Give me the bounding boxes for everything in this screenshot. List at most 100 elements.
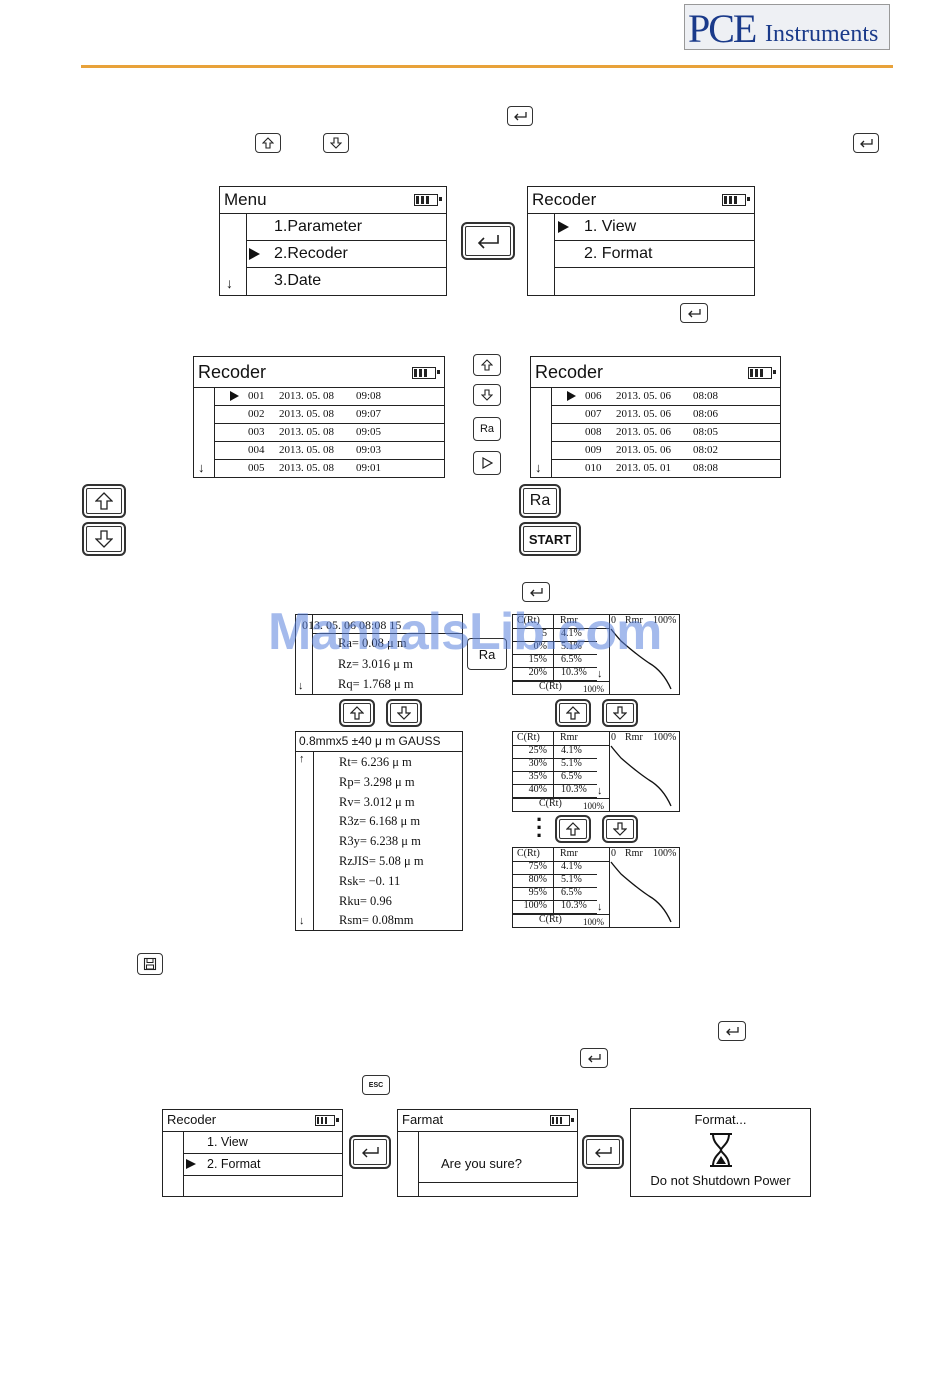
- record-time: 08:05: [693, 426, 719, 438]
- rmr-cell-rmr: 6.5%: [561, 771, 582, 782]
- enter-key-icon: [680, 303, 708, 323]
- detail-header: 013. 05. 06 08:08 15: [302, 618, 402, 632]
- bearing-curve: [610, 861, 672, 923]
- battery-icon: [722, 194, 750, 206]
- param-line: Rp= 3.298 μ m: [339, 774, 415, 789]
- rmr-cell-crt: 0%: [533, 641, 547, 652]
- scroll-down-icon: ↓: [597, 901, 603, 913]
- header-rule: [81, 65, 893, 68]
- enter-key-button[interactable]: [582, 1135, 624, 1169]
- rmr-cell-crt: 30%: [528, 758, 547, 769]
- down-key-button[interactable]: [473, 384, 501, 406]
- bearing-curve: [610, 628, 672, 690]
- menu-item-date[interactable]: 3.Date: [274, 272, 322, 289]
- up-key-button[interactable]: [473, 354, 501, 376]
- rmr-foot-pct: 100%: [583, 801, 604, 811]
- record-time: 08:06: [693, 408, 719, 420]
- record-date: 2013. 05. 01: [616, 462, 671, 474]
- recoder-item-view[interactable]: 1. View: [183, 1131, 342, 1154]
- watermark: ManualsLib.com: [268, 603, 662, 661]
- record-id: 009: [585, 444, 602, 456]
- chart-axis-max: 100%: [653, 615, 677, 626]
- param-line: Rv= 3.012 μ m: [339, 794, 415, 809]
- scroll-down-icon: ↓: [226, 275, 233, 291]
- enter-key-button[interactable]: [461, 222, 515, 260]
- rmr-head-rmr: Rmr: [560, 732, 578, 743]
- record-time: 09:03: [356, 444, 382, 456]
- enter-key-button[interactable]: [349, 1135, 391, 1169]
- recoder-screen: Recoder 1. View 2. Format: [527, 186, 755, 296]
- rmr-cell-crt: 25%: [528, 745, 547, 756]
- down-key-button[interactable]: [386, 699, 422, 727]
- down-key-button[interactable]: [602, 699, 638, 727]
- menu-item-recoder[interactable]: 2.Recoder: [246, 240, 446, 268]
- rmr-cell-crt: 35%: [528, 771, 547, 782]
- ra-key-button-large[interactable]: Ra: [519, 484, 561, 518]
- rmr-cell-rmr: 10.3%: [561, 784, 587, 795]
- battery-icon: [550, 1115, 574, 1126]
- up-key-icon: [255, 133, 281, 153]
- ra-key-button[interactable]: Ra: [473, 417, 501, 441]
- down-key-button-large[interactable]: [82, 522, 126, 556]
- record-date: 2013. 05. 08: [279, 444, 334, 456]
- rmr-cell-rmr: 5.1%: [561, 641, 582, 652]
- up-key-button[interactable]: [555, 815, 591, 843]
- screen-title: Recoder: [528, 187, 754, 214]
- rmr-cell-crt: 80%: [528, 874, 547, 885]
- scroll-down-icon: ↓: [597, 785, 603, 797]
- param-line: Rsm= 0.08mm: [339, 913, 414, 928]
- rmr-cell-rmr: 10.3%: [561, 667, 587, 678]
- rmr-cell-rmr: 4.1%: [561, 745, 582, 756]
- param-rq: Rq= 1.768 μ m: [338, 677, 414, 691]
- recoder-item-view[interactable]: 1. View: [554, 213, 754, 241]
- rmr-cell-crt: 20%: [528, 667, 547, 678]
- scroll-gutter: [398, 1131, 419, 1196]
- menu-screen: Menu 1.Parameter 2.Recoder 3.Date ↓: [219, 186, 447, 296]
- enter-key-icon: [853, 133, 879, 153]
- selection-arrow-icon: [249, 248, 260, 260]
- ra-key-button[interactable]: Ra: [467, 638, 507, 670]
- down-key-button[interactable]: [602, 815, 638, 843]
- screen-title: Farmat: [398, 1110, 577, 1132]
- scroll-gutter: [163, 1131, 184, 1196]
- param-line: R3y= 6.238 μ m: [339, 834, 421, 849]
- start-key-button[interactable]: START: [519, 522, 581, 556]
- up-key-button[interactable]: [555, 699, 591, 727]
- scroll-gutter: [528, 213, 555, 295]
- record-row[interactable]: 004 2013. 05. 08 09:03: [214, 441, 444, 460]
- record-id: 008: [585, 426, 602, 438]
- record-id: 004: [248, 444, 265, 456]
- record-date: 2013. 05. 08: [279, 408, 334, 420]
- rmr-cell-crt: 40%: [528, 784, 547, 795]
- recoder-item-format[interactable]: 2. Format: [554, 240, 754, 268]
- param-line: Rt= 6.236 μ m: [339, 755, 412, 769]
- record-date: 2013. 05. 08: [279, 462, 334, 474]
- up-key-button[interactable]: [339, 699, 375, 727]
- rmr-foot-crt: C(Rt): [539, 681, 562, 692]
- play-key-button[interactable]: [473, 451, 501, 475]
- enter-key-icon: [507, 106, 533, 126]
- rmr-foot-crt: C(Rt): [539, 798, 562, 809]
- format-progress-screen: Format... Do not Shutdown Power: [630, 1108, 811, 1197]
- chart-axis-max: 100%: [653, 848, 677, 859]
- menu-item-parameter[interactable]: 1.Parameter: [246, 213, 446, 241]
- rmr-cell-crt: 95%: [528, 887, 547, 898]
- record-date: 2013. 05. 06: [616, 408, 671, 420]
- scroll-down-icon: ↓: [299, 915, 305, 927]
- format-recoder-screen: Recoder 1. View 2. Format: [162, 1109, 343, 1197]
- rmr-head-crt: C(Rt): [517, 615, 540, 626]
- record-time: 08:08: [693, 390, 719, 402]
- recoder-item-format[interactable]: 2. Format: [183, 1153, 342, 1176]
- up-key-button-large[interactable]: [82, 484, 126, 518]
